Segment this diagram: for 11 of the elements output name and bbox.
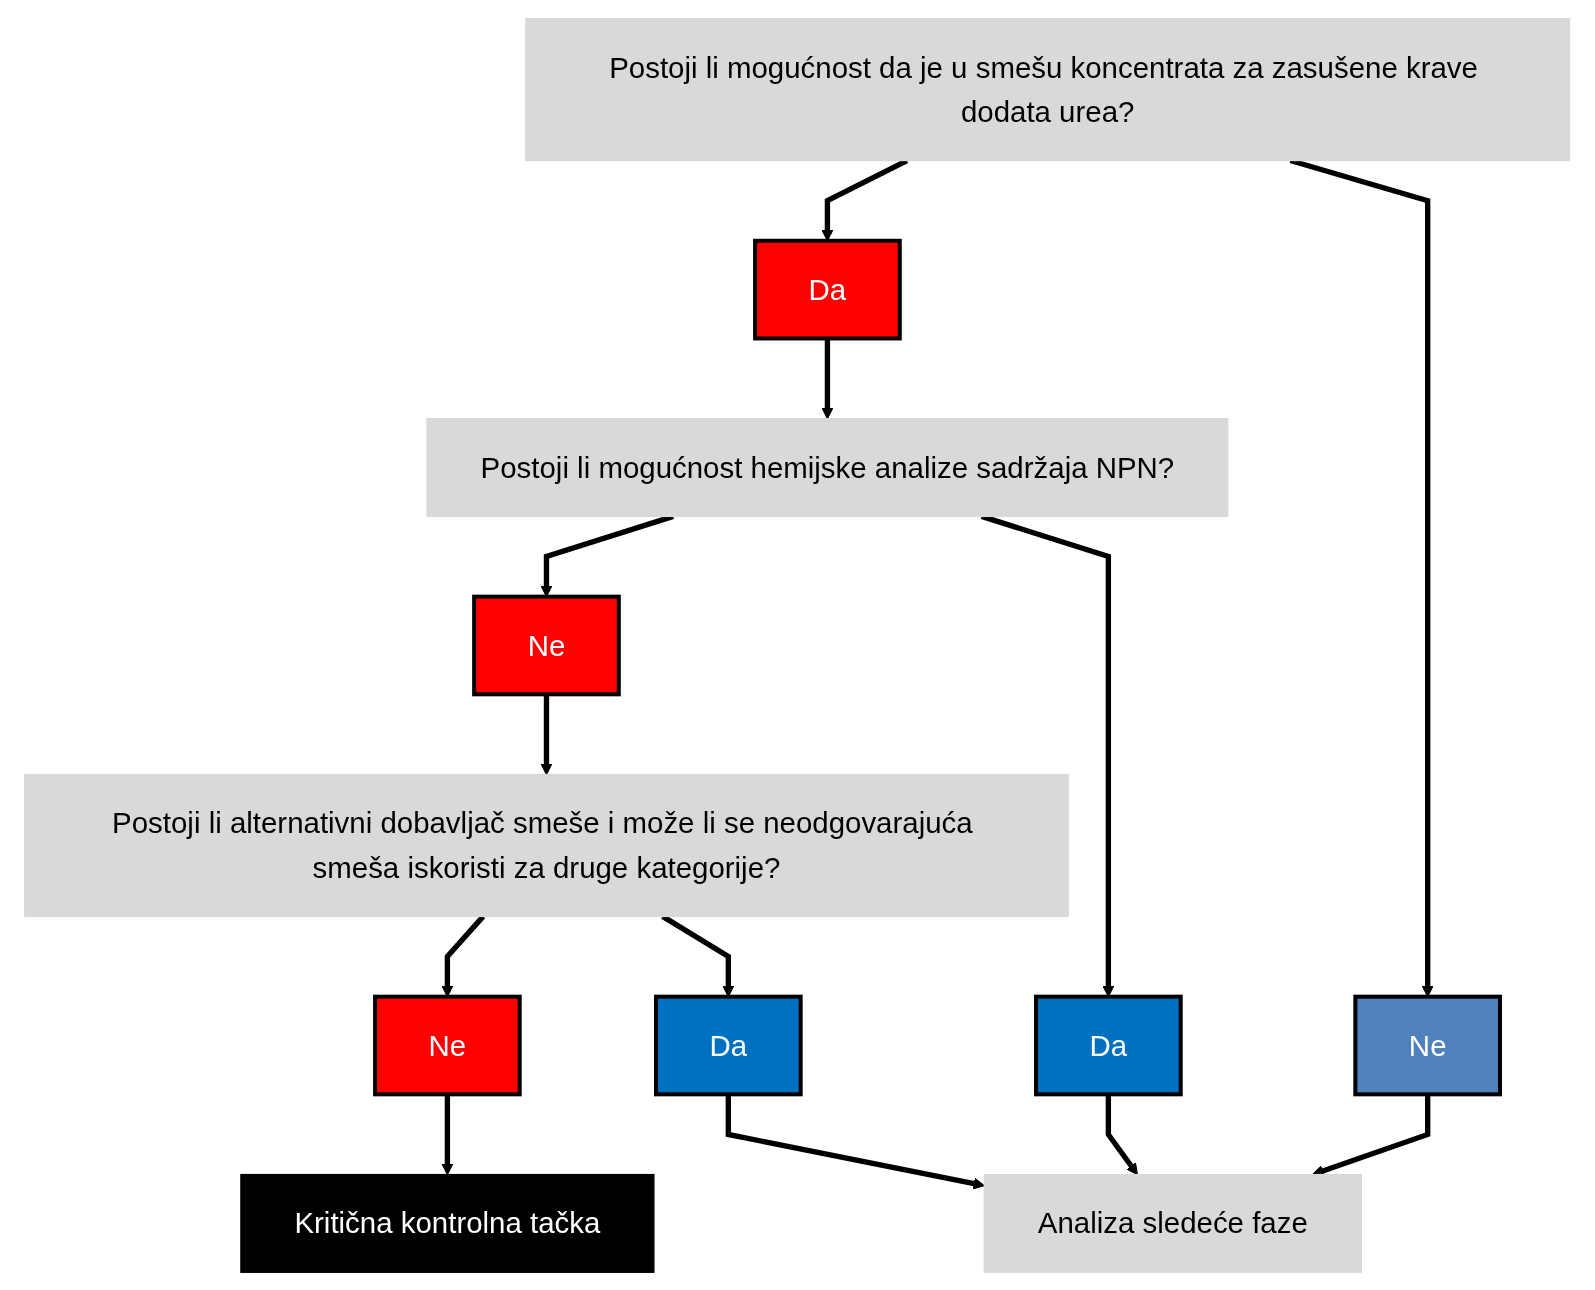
node-box: Ne: [472, 594, 622, 696]
node-box: Postoji li alternativni dobavljač smeše i može li se neodgovarajuća smeša iskoristi za druge kategorije?: [24, 773, 1070, 917]
node-box: Postoji li mogućnost hemijske analize sadržaja NPN?: [426, 417, 1229, 517]
node-box: Kritična kontrolna tačka: [240, 1173, 655, 1273]
node-box: Da: [753, 238, 903, 340]
node-box: Da: [1034, 994, 1184, 1096]
node-box: Analiza sledeće faze: [984, 1173, 1363, 1273]
node-box: Ne: [1353, 994, 1503, 1096]
node-box: Da: [654, 994, 804, 1096]
node-box: Ne: [373, 994, 523, 1096]
node-box: Postoji li mogućnost da je u smešu koncentrata za zasušene krave dodata urea?: [525, 17, 1571, 161]
